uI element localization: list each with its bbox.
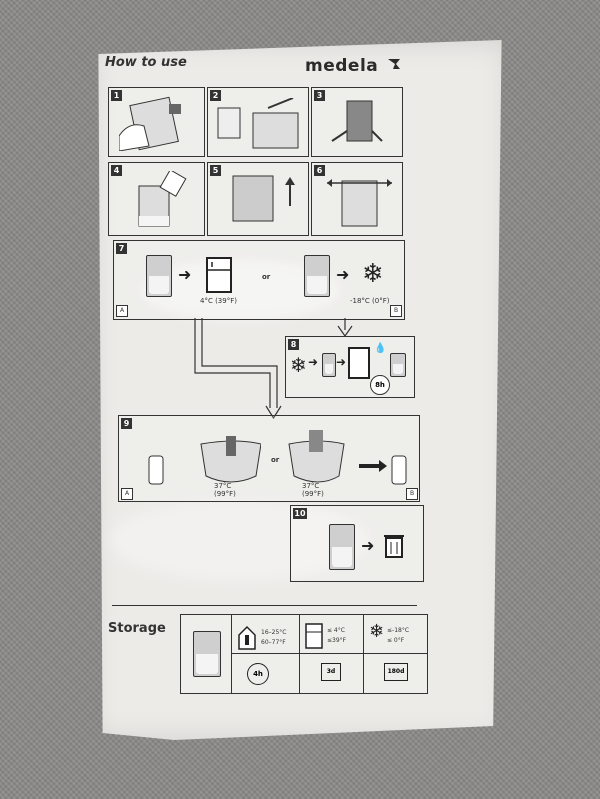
brand-mark-icon xyxy=(388,59,400,69)
column-divider xyxy=(363,615,364,693)
fridge-icon xyxy=(305,623,323,649)
seal-bag-illustration xyxy=(327,179,392,227)
flow-connector xyxy=(194,318,353,420)
water-temp-c: 37°C xyxy=(214,482,232,490)
storage-table: 16–25°C 60–77°F 4h ≤ 4°C ≤39°F 3d ❄ ≤-18… xyxy=(180,614,428,694)
write-label-illustration xyxy=(217,98,299,149)
step-1-panel: 1 xyxy=(108,87,205,157)
warm-water-bath-illustration xyxy=(148,436,261,485)
row-divider xyxy=(231,653,427,654)
tear-bag-illustration xyxy=(119,96,181,151)
column-divider xyxy=(231,615,232,693)
arrow-icon: ➜ xyxy=(178,265,192,284)
drops-icon: 💧 xyxy=(374,343,387,354)
fridge-temp-c: ≤ 4°C xyxy=(327,627,345,634)
step-5-panel: 5 xyxy=(207,162,309,236)
step-number: 1 xyxy=(111,90,122,101)
water-temp-c: 37°C xyxy=(302,482,320,490)
option-a-tag: A xyxy=(116,305,128,317)
storage-title: Storage xyxy=(108,621,166,636)
fridge-temperature: 4°C (39°F) xyxy=(200,297,237,305)
step-8-panel: 8 ❄ ➜ ➜ 💧 8h xyxy=(285,336,415,398)
arrow-icon: ➜ xyxy=(308,355,319,369)
milk-bag-icon xyxy=(193,631,221,677)
step-number: 4 xyxy=(111,165,122,176)
step-number: 9 xyxy=(121,418,132,429)
freezer-temp-f: ≤ 0°F xyxy=(387,637,405,644)
step-number: 7 xyxy=(116,243,127,254)
brand-logo: medela xyxy=(305,56,379,76)
clock-badge: 8h xyxy=(370,375,390,395)
option-b-tag: B xyxy=(406,488,418,500)
step-4-panel: 4 xyxy=(108,162,205,236)
snowflake-icon: ❄ xyxy=(369,621,385,642)
milk-bag-icon xyxy=(322,353,336,377)
step-7-panel: 7 ➜ 4°C (39°F) or ➜ ❄ -18°C (0°F) A B xyxy=(113,240,405,320)
plastic-glare xyxy=(110,500,370,580)
remove-air-illustration xyxy=(232,175,295,222)
how-to-use-title: How to use xyxy=(105,55,187,70)
or-label: or xyxy=(262,273,271,281)
fridge-icon xyxy=(348,347,370,379)
step-number: 8 xyxy=(288,339,299,350)
milk-bag-icon xyxy=(329,524,355,570)
step-6-panel: 6 xyxy=(311,162,403,236)
arrow-icon: ➜ xyxy=(361,536,375,555)
warm-water-bowl-illustration xyxy=(288,430,407,485)
clock-icon: 4h xyxy=(247,663,269,685)
fridge-temp-f: ≤39°F xyxy=(327,637,347,644)
room-temp-c: 16–25°C xyxy=(261,629,287,636)
step-number: 6 xyxy=(314,165,325,176)
step-number: 10 xyxy=(293,508,307,519)
arrow-icon: ➜ xyxy=(336,355,347,369)
step-number: 3 xyxy=(314,90,325,101)
water-temp-f: (99°F) xyxy=(214,490,236,498)
calendar-icon: 3d xyxy=(321,663,341,681)
column-divider xyxy=(299,615,300,693)
or-label: or xyxy=(271,456,280,464)
option-b-tag: B xyxy=(390,305,402,317)
freezer-temperature: -18°C (0°F) xyxy=(350,297,390,305)
snowflake-icon: ❄ xyxy=(362,259,384,289)
step-number: 2 xyxy=(210,90,221,101)
water-temp-f: (99°F) xyxy=(302,490,324,498)
step-2-panel: 2 xyxy=(207,87,309,157)
calendar-icon: 180d xyxy=(384,663,408,681)
storage-divider xyxy=(112,605,417,606)
fridge-icon xyxy=(206,257,232,293)
step-number: 5 xyxy=(210,165,221,176)
arrow-icon: ➜ xyxy=(336,265,350,284)
option-a-tag: A xyxy=(121,488,133,500)
open-bag-illustration xyxy=(331,100,383,142)
snowflake-icon: ❄ xyxy=(290,353,307,377)
thermometer-icon xyxy=(238,625,256,650)
trash-icon xyxy=(384,535,404,558)
pour-milk-illustration xyxy=(138,171,187,227)
room-temp-f: 60–77°F xyxy=(261,639,286,646)
milk-bag-icon xyxy=(390,353,406,377)
step-10-panel: 10 ➜ xyxy=(290,505,424,582)
milk-bag-icon xyxy=(304,255,330,297)
milk-bag-icon xyxy=(146,255,172,297)
step-3-panel: 3 xyxy=(311,87,403,157)
freezer-temp-c: ≤-18°C xyxy=(387,627,410,634)
step-9-panel: 9 37°C (99°F) or 37°C (99°F) A B xyxy=(118,415,420,502)
